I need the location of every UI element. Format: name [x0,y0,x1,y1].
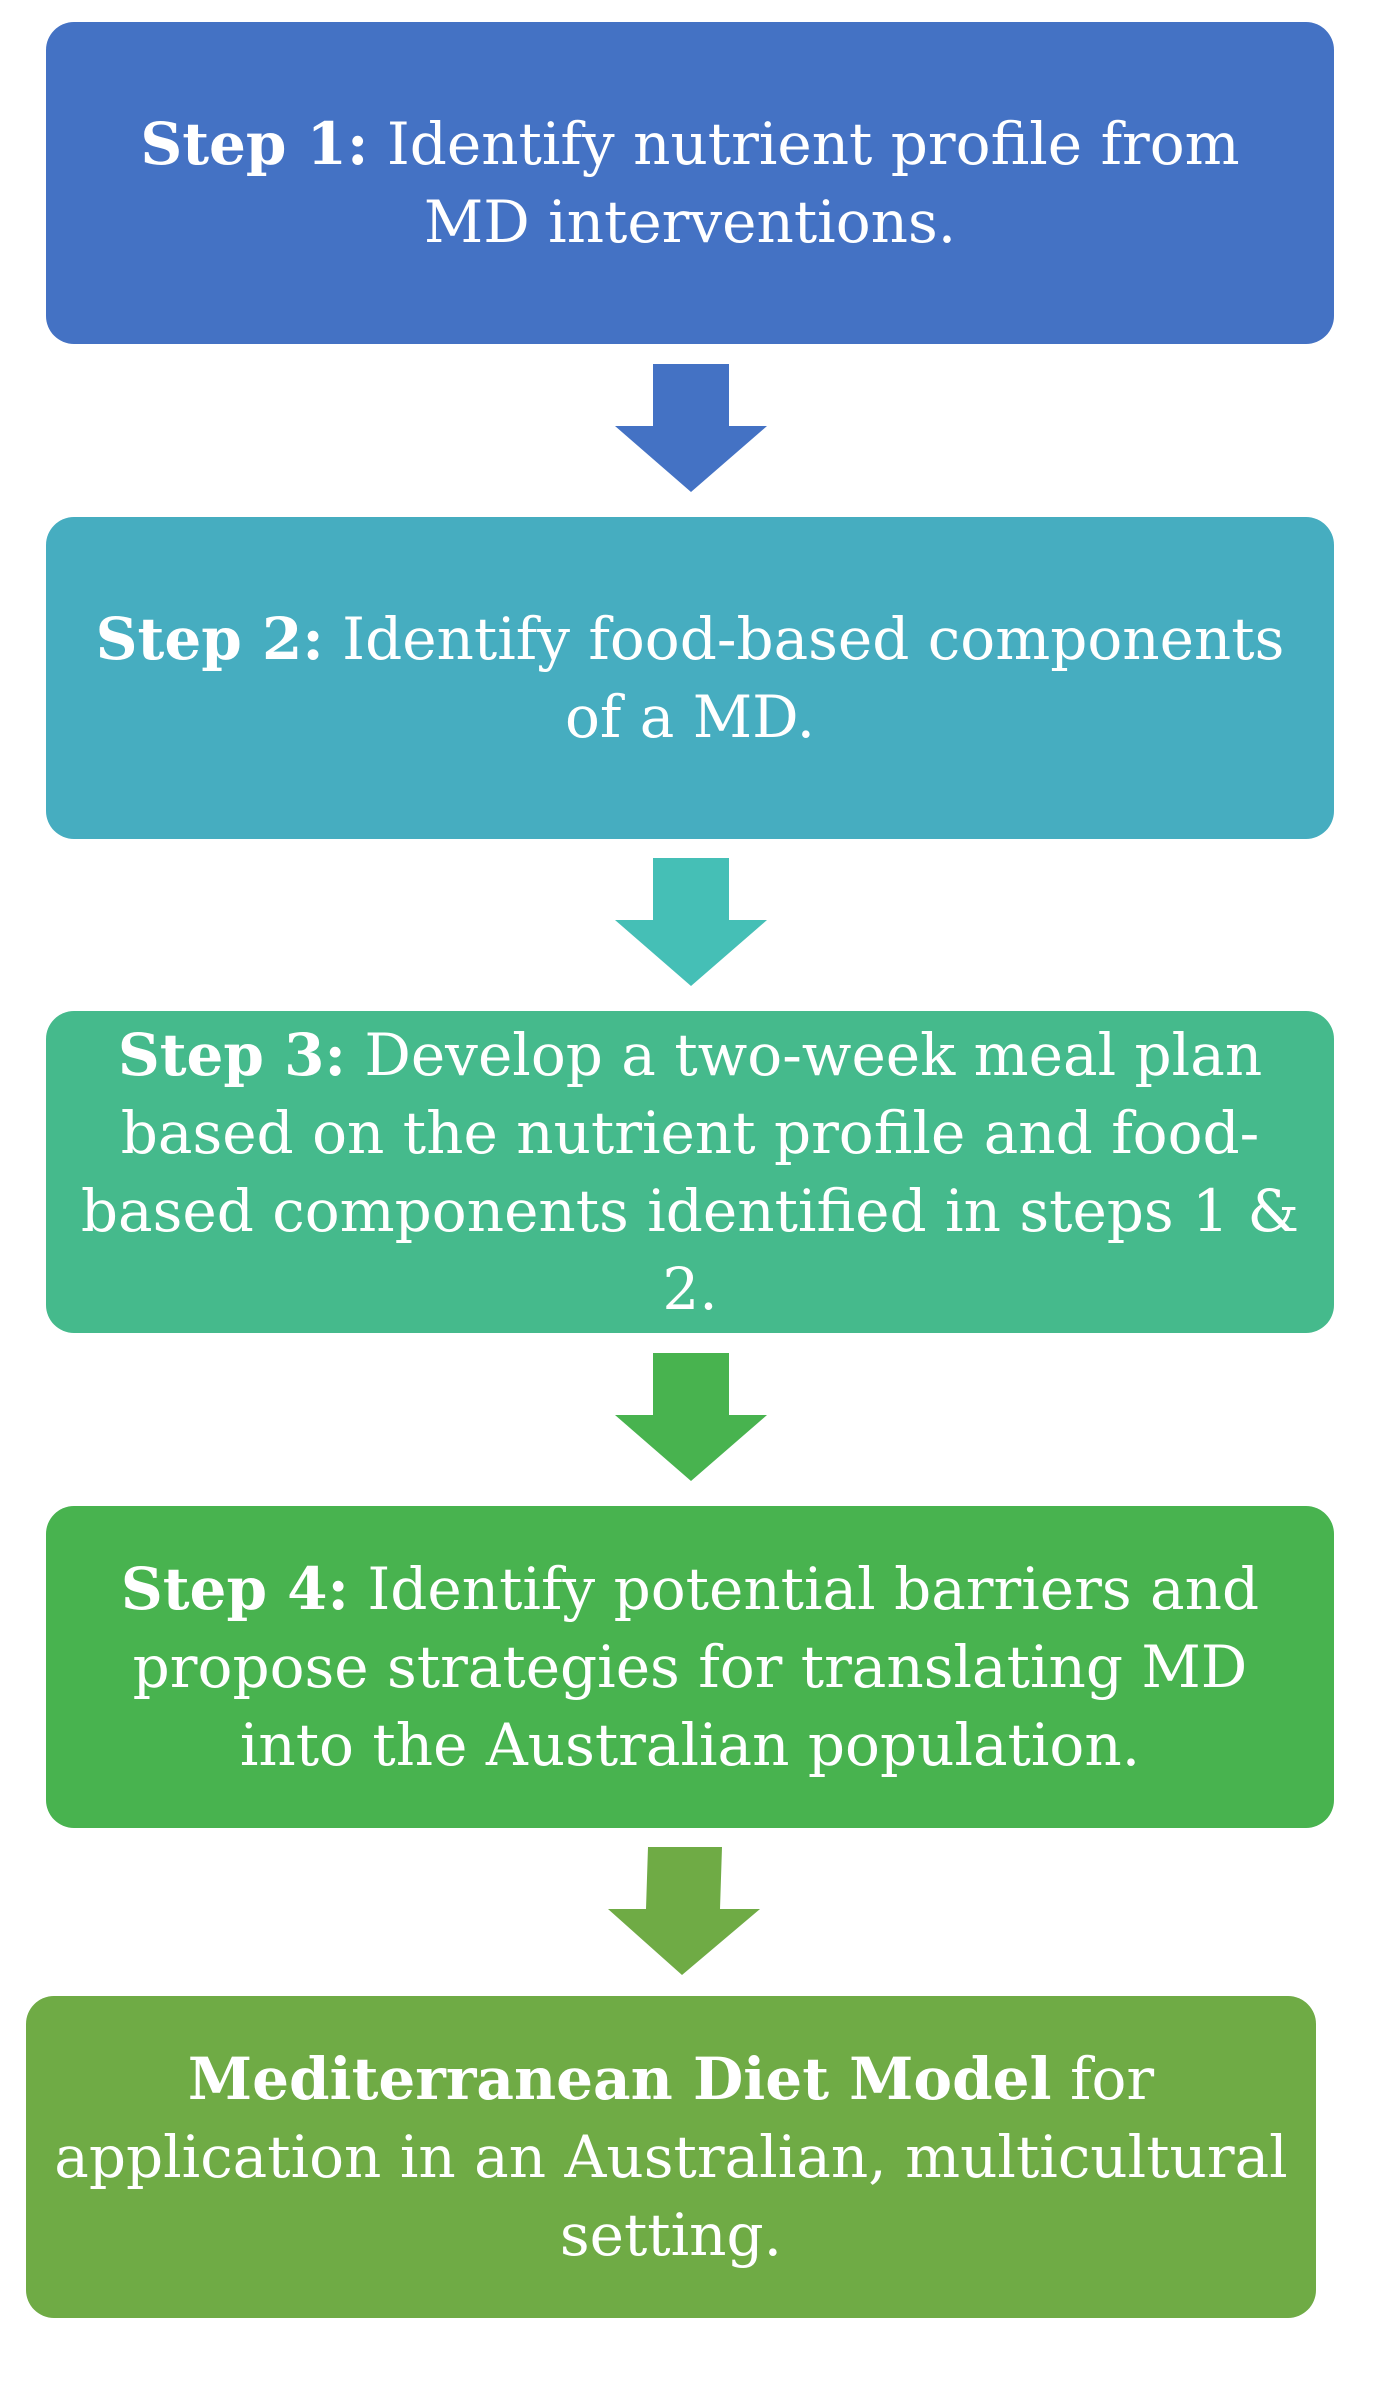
down-arrow-icon [615,364,767,492]
down-arrow-icon [608,1847,760,1975]
arrow-4-shape [608,1847,760,1975]
step-2-label: Step 2: [95,605,324,673]
arrow-1-shape [615,364,767,492]
step-4-box: Step 4: Identify potential barriers and … [46,1506,1334,1828]
model-text: Mediterranean Diet Model for application… [50,2040,1292,2274]
step-3-description: Develop a two-week meal plan based on th… [80,1021,1300,1323]
step-4-label: Step 4: [120,1555,349,1623]
step-2-text: Step 2: Identify food-based components o… [75,600,1305,756]
model-label: Mediterranean Diet Model [187,2045,1052,2113]
step-3-label: Step 3: [117,1021,346,1089]
step-3-box: Step 3: Develop a two-week meal plan bas… [46,1011,1334,1333]
step-1-box: Step 1: Identify nutrient profile from M… [46,22,1334,344]
arrow-3-shape [615,1353,767,1481]
step-1-label: Step 1: [140,110,369,178]
arrow-2-shape [615,858,767,986]
step-3-text: Step 3: Develop a two-week meal plan bas… [70,1016,1310,1328]
model-box: Mediterranean Diet Model for application… [26,1996,1316,2318]
step-4-text: Step 4: Identify potential barriers and … [75,1550,1305,1784]
step-2-box: Step 2: Identify food-based components o… [46,517,1334,839]
step-1-description: Identify nutrient profile from MD interv… [368,110,1240,256]
model-description: for application in an Australian, multic… [54,2045,1288,2269]
step-2-description: Identify food-based components of a MD. [323,605,1285,751]
down-arrow-icon [615,1353,767,1481]
down-arrow-icon [615,858,767,986]
step-4-description: Identify potential barriers and propose … [132,1555,1260,1779]
step-1-text: Step 1: Identify nutrient profile from M… [140,105,1240,261]
